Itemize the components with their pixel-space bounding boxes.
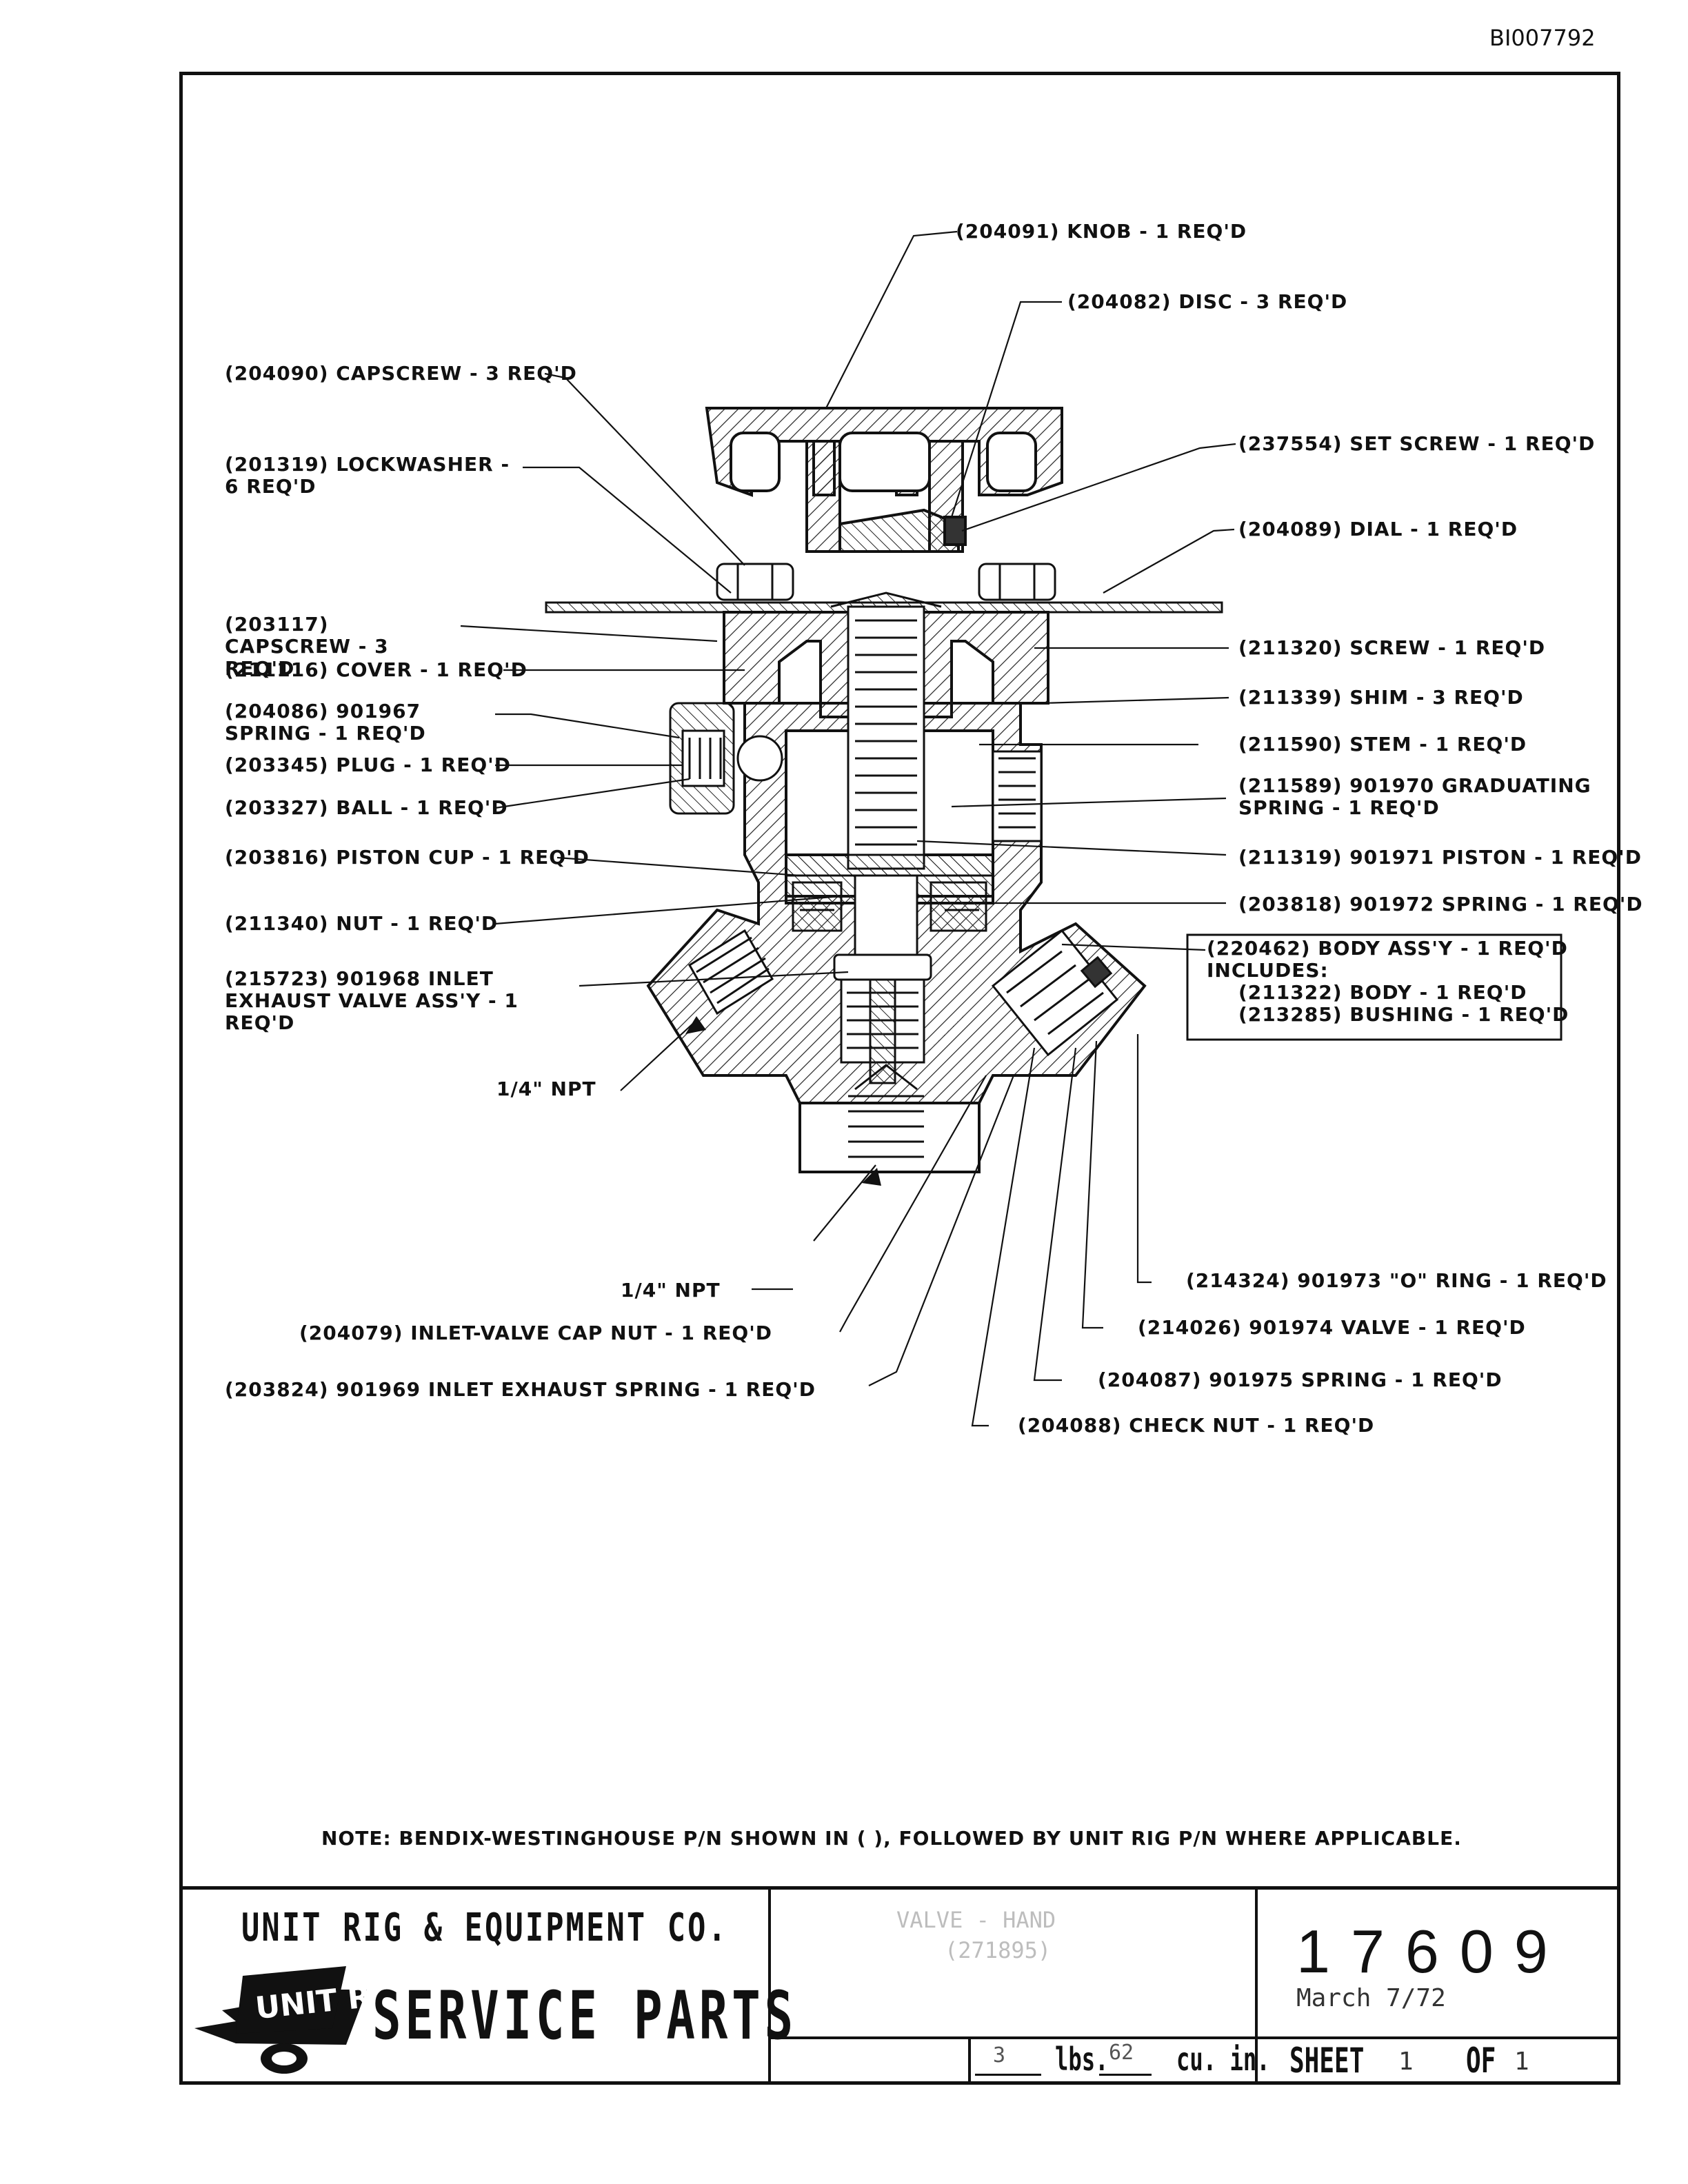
bottom-port — [848, 1064, 924, 1158]
service-parts-title: SERVICE PARTS — [372, 1977, 797, 2054]
label-piston: (211319) 901971 PISTON - 1 REQ'D — [1238, 846, 1642, 869]
inlet-exhaust-valve — [833, 953, 932, 1084]
label-inlet-valve-cap-nut: (204079) INLET-VALVE CAP NUT - 1 REQ'D — [299, 1322, 773, 1344]
title-block-divider-3 — [968, 2036, 971, 2085]
body-assembly-box — [1186, 933, 1563, 1041]
sheet-number: 1 — [1398, 2048, 1414, 2076]
label-check-nut: (204088) CHECK NUT - 1 REQ'D — [1018, 1414, 1375, 1437]
volume-value: 62 — [1109, 2041, 1134, 2065]
left-port — [687, 929, 774, 1015]
right-spring — [992, 750, 1043, 842]
label-set-screw: (237554) SET SCREW - 1 REQ'D — [1238, 432, 1596, 455]
label-body-assy: (220462) BODY ASS'Y - 1 REQ'D — [1207, 937, 1568, 960]
label-spring-901972: (203818) 901972 SPRING - 1 REQ'D — [1238, 893, 1643, 916]
label-capscrew-top: (204090) CAPSCREW - 3 REQ'D — [225, 362, 577, 385]
of-label: OF — [1466, 2041, 1496, 2081]
label-stem: (211590) STEM - 1 REQ'D — [1238, 733, 1527, 756]
label-piston-cup: (203816) PISTON CUP - 1 REQ'D — [225, 846, 590, 869]
label-plug: (203345) PLUG - 1 REQ'D — [225, 754, 511, 776]
faint-part-title: VALVE - HAND — [896, 1907, 1056, 1933]
label-npt-left: 1/4" NPT — [496, 1078, 596, 1100]
capscrew-heads — [716, 563, 1056, 601]
right-check-valve — [991, 929, 1119, 1057]
sheet-total: 1 — [1514, 2048, 1529, 2076]
weight-underline — [975, 2074, 1041, 2076]
label-graduating-spring: (211589) 901970 GRADUATING SPRING - 1 RE… — [1238, 774, 1591, 819]
label-shim: (211339) SHIM - 3 REQ'D — [1238, 686, 1524, 709]
label-body: (211322) BODY - 1 REQ'D — [1238, 981, 1527, 1004]
title-block-row-rule — [768, 2036, 1620, 2039]
title-block — [179, 1886, 1620, 2085]
faint-part-number: (271895) — [945, 1937, 1052, 1963]
label-cover: (211116) COVER - 1 REQ'D — [225, 658, 528, 681]
label-spring-901967: (204086) 901967 SPRING - 1 REQ'D — [225, 700, 426, 745]
plug-and-ball — [669, 702, 783, 815]
unit-rig-logo: UNIT RIG — [194, 1966, 367, 2074]
graduating-spring — [830, 592, 942, 870]
label-bushing: (213285) BUSHING - 1 REQ'D — [1238, 1003, 1569, 1026]
label-disc: (204082) DISC - 3 REQ'D — [1067, 290, 1348, 313]
label-nut: (211340) NUT - 1 REQ'D — [225, 912, 499, 935]
label-includes: INCLUDES: — [1207, 959, 1329, 982]
label-screw: (211320) SCREW - 1 REQ'D — [1238, 636, 1546, 659]
knob-part — [705, 407, 1063, 553]
label-ball: (203327) BALL - 1 REQ'D — [225, 796, 508, 819]
title-block-divider-2 — [1255, 1886, 1258, 2085]
drawing-date: March 7/72 — [1296, 1984, 1446, 2012]
sheet-label: SHEET — [1289, 2041, 1365, 2081]
label-knob: (204091) KNOB - 1 REQ'D — [956, 220, 1247, 243]
company-name: UNIT RIG & EQUIPMENT CO. — [241, 1905, 729, 1950]
stem-upper — [838, 508, 967, 553]
label-spring-901975: (204087) 901975 SPRING - 1 REQ'D — [1098, 1368, 1503, 1391]
arrow-heads — [685, 1016, 881, 1186]
title-block-top-rule — [179, 1886, 1620, 1890]
title-block-divider-1 — [768, 1886, 771, 2085]
document-id: BI007792 — [1489, 25, 1596, 51]
volume-underline — [1099, 2074, 1152, 2076]
note-text: NOTE: BENDIX-WESTINGHOUSE P/N SHOWN IN (… — [321, 1827, 1462, 1850]
leader-lines — [460, 230, 1236, 1427]
label-capscrew-mid: (203117) CAPSCREW - 3 REQ'D — [225, 613, 389, 680]
weight-unit: lbs. — [1055, 2041, 1109, 2078]
label-lockwasher: (201319) LOCKWASHER - 6 REQ'D — [225, 453, 510, 498]
drawing-frame — [179, 72, 1620, 2085]
weight-value: 3 — [993, 2043, 1006, 2067]
label-valve: (214026) 901974 VALVE - 1 REQ'D — [1138, 1316, 1526, 1339]
label-dial: (204089) DIAL - 1 REQ'D — [1238, 518, 1518, 540]
part-number: 17609 — [1296, 1917, 1569, 1985]
label-o-ring: (214324) 901973 "O" RING - 1 REQ'D — [1186, 1269, 1607, 1292]
label-inlet-exhaust-spring: (203824) 901969 INLET EXHAUST SPRING - 1… — [225, 1378, 816, 1401]
piston-part — [785, 853, 994, 967]
label-npt-bottom: 1/4" NPT — [621, 1279, 721, 1302]
volume-unit: cu. in. — [1176, 2041, 1270, 2078]
label-inlet-exhaust-valve: (215723) 901968 INLET EXHAUST VALVE ASS'… — [225, 967, 519, 1034]
